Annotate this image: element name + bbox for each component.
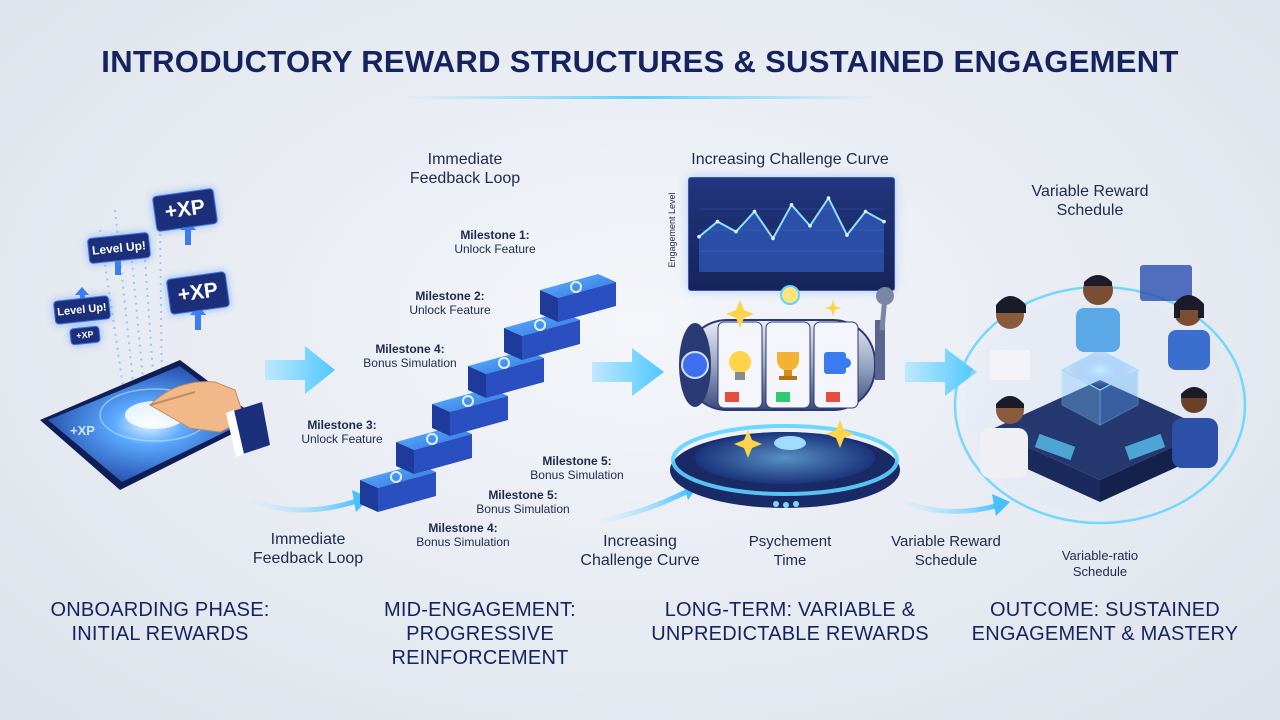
arrow-icon [265, 346, 335, 394]
arc-arrow [898, 497, 1001, 514]
y-axis-label: Engagement Level [667, 192, 677, 268]
curve-point [697, 234, 701, 239]
step-icon [498, 357, 510, 369]
step-block-side [396, 442, 414, 474]
staircase-illustration [360, 274, 616, 512]
curve-point [826, 196, 831, 200]
milestone-label: Milestone 3:Unlock Feature [301, 418, 383, 446]
person-icon [980, 396, 1028, 478]
step-block-side [468, 366, 486, 398]
feedback-loop-label-bottom: Immediate Feedback Loop [252, 531, 364, 567]
phase-onboarding: ONBOARDING PHASE: INITIAL REWARDS [30, 598, 290, 646]
person-icon [990, 296, 1030, 380]
step-icon [426, 433, 438, 445]
variable-ratio-label: Variable-ratio Schedule [1061, 548, 1139, 579]
curve-point [845, 233, 849, 237]
step-block-side [378, 472, 436, 512]
phase-title: LONG-TERM: VARIABLE & [664, 599, 916, 621]
step-icon [390, 471, 402, 483]
milestone-label: Milestone 1:Unlock Feature [454, 228, 536, 256]
challenge-chart-panel [688, 177, 895, 291]
step-icon [534, 319, 546, 331]
curve-point [771, 236, 775, 241]
milestone-label: Milestone 5:Bonus Simulation [476, 488, 570, 516]
curve-point [808, 224, 812, 228]
phase-subtitle: ENGAGEMENT & MASTERY [971, 623, 1239, 645]
arrow-icon [905, 348, 977, 396]
challenge-chart [697, 196, 886, 272]
arrow-icon [592, 348, 664, 396]
curve-point [715, 219, 720, 224]
trophy-icon [777, 352, 799, 380]
milestone-label: Milestone 5:Bonus Simulation [530, 454, 624, 482]
hand-icon [149, 381, 270, 457]
phase-title: OUTCOME: SUSTAINED [990, 599, 1220, 621]
step-block-side [360, 480, 378, 512]
milestone-label: Milestone 2:Unlock Feature [409, 289, 491, 317]
phase-long-term: LONG-TERM: VARIABLE & UNPREDICTABLE REWA… [640, 598, 940, 646]
phase-outcome: OUTCOME: SUSTAINED ENGAGEMENT & MASTERY [960, 598, 1250, 646]
step-block-side [432, 404, 450, 436]
curve-point [789, 203, 794, 207]
xp-badge: +XP [69, 325, 101, 346]
curve-point [752, 209, 757, 214]
curve-point [734, 229, 738, 234]
phase-title: MID-ENGAGEMENT: [384, 599, 576, 621]
curve-point [882, 219, 886, 224]
person-icon [1172, 387, 1218, 468]
milestone-label: Milestone 4:Bonus Simulation [363, 342, 457, 370]
tablet-illustration: +XP [40, 209, 270, 490]
step-block [540, 274, 616, 298]
person-icon [1168, 295, 1210, 370]
title-underline [400, 96, 880, 99]
phase-title: ONBOARDING PHASE: [50, 599, 270, 621]
step-block-side [522, 320, 580, 360]
challenge-curve-label-bottom: Increasing Challenge Curve [580, 533, 700, 569]
step-block-side [450, 396, 508, 436]
variable-reward-label-bottom: Variable Reward Schedule [891, 533, 1001, 569]
arc-arrow [249, 497, 361, 513]
phase-mid-engagement: MID-ENGAGEMENT: PROGRESSIVE REINFORCEMEN… [315, 598, 645, 670]
step-icon [462, 395, 474, 407]
tablet-xp-text: +XP [70, 423, 95, 438]
step-icon [570, 281, 582, 293]
curve-point [863, 209, 868, 214]
psychement-time-label: Psychement Time [748, 533, 832, 569]
lightbulb-icon [729, 351, 751, 380]
slot-machine-illustration [670, 285, 900, 508]
person-icon [1076, 275, 1120, 352]
arc-arrow [599, 487, 692, 523]
lightbulb-icon [780, 285, 800, 305]
milestone-label: Milestone 4:Bonus Simulation [416, 521, 510, 549]
page-title: INTRODUCTORY REWARD STRUCTURES & SUSTAIN… [101, 44, 1179, 79]
step-block-side [558, 282, 616, 322]
phase-subtitle: INITIAL REWARDS [71, 623, 249, 645]
team-illustration [953, 265, 1247, 525]
step-block-side [486, 358, 544, 398]
step-block-side [540, 290, 558, 322]
feedback-loop-label-top: Immediate Feedback Loop [409, 151, 521, 187]
challenge-curve-title: Increasing Challenge Curve [691, 151, 889, 168]
puzzle-icon [824, 352, 851, 374]
variable-reward-label-top: Variable Reward Schedule [1031, 183, 1149, 219]
step-block-side [414, 434, 472, 474]
phase-subtitle: PROGRESSIVE REINFORCEMENT [391, 623, 569, 669]
phase-subtitle: UNPREDICTABLE REWARDS [651, 623, 929, 645]
sparkle-icon [726, 300, 854, 458]
step-block-side [504, 328, 522, 360]
